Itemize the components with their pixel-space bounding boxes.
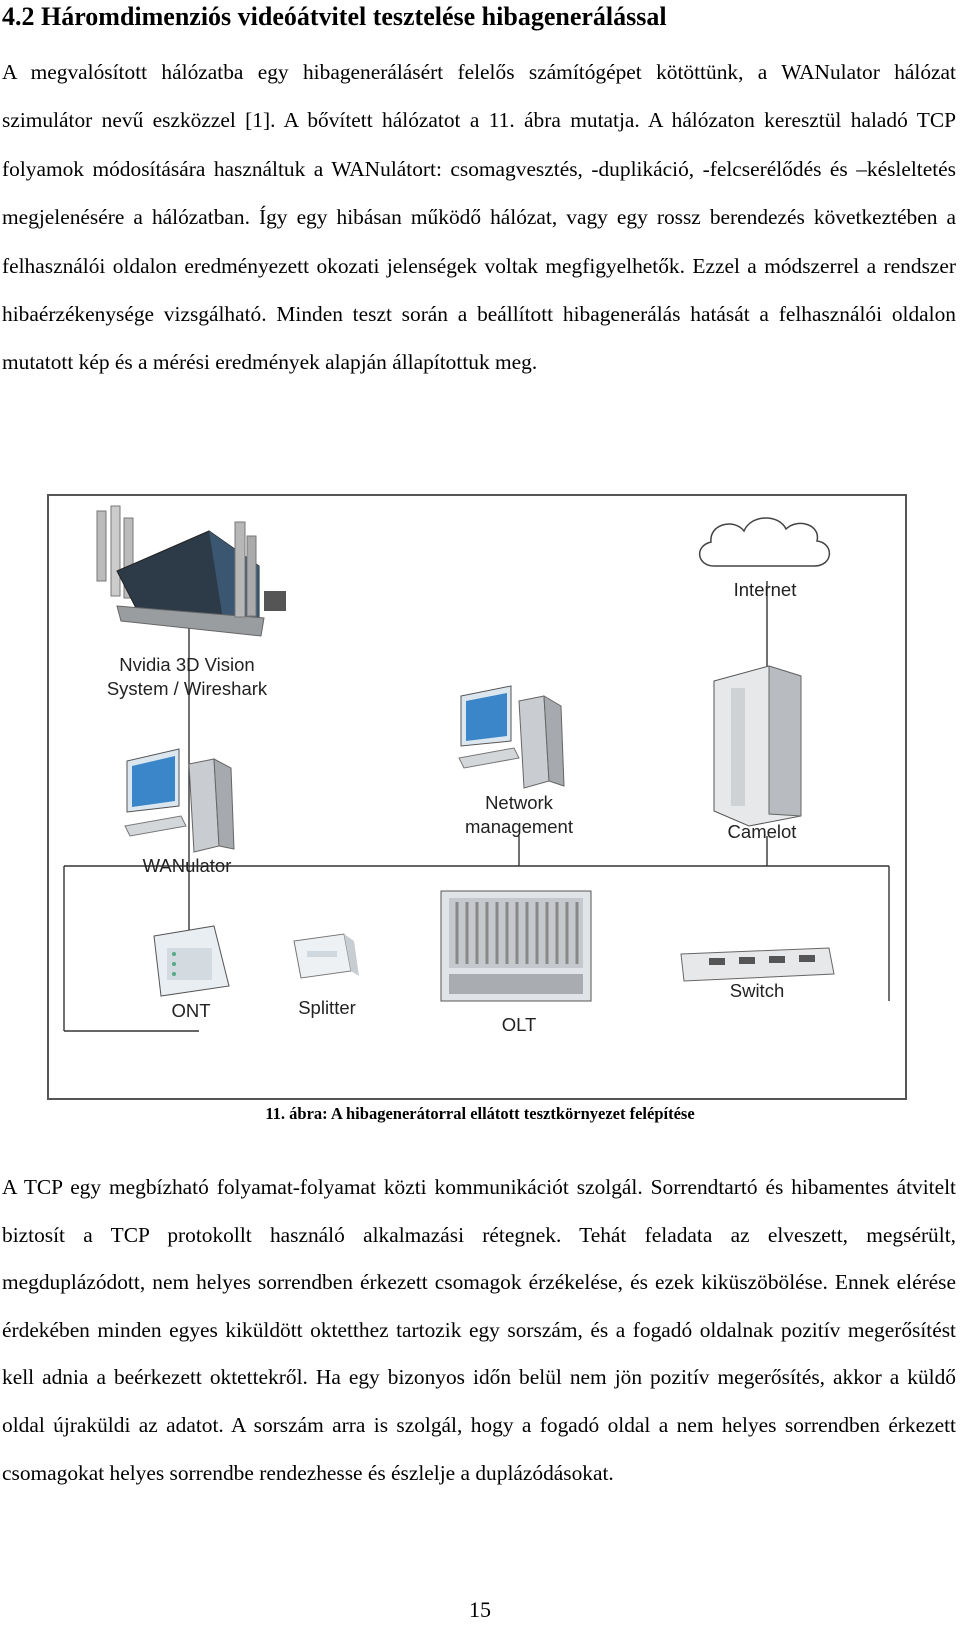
label-ont: ONT [171, 1000, 210, 1021]
label-nvidia-line1: Nvidia 3D Vision [119, 654, 254, 675]
label-camelot: Camelot [728, 821, 797, 842]
ont-device-icon [153, 925, 230, 997]
computer-workstation-icon [124, 748, 235, 853]
label-splitter: Splitter [298, 997, 356, 1018]
olt-chassis-icon [440, 890, 592, 1002]
cloud-icon [699, 517, 831, 567]
paragraph-tcp: A TCP egy megbízható folyamat-folyamat k… [2, 1175, 956, 1485]
network-diagram-figure: Nvidia 3D Vision System / Wireshark Inte… [47, 494, 907, 1100]
figure-caption: 11. ábra: A hibagenerátorral ellátott te… [265, 1104, 695, 1123]
computer-workstation-icon [458, 685, 565, 789]
page-number: 15 [469, 1597, 491, 1622]
label-switch: Switch [730, 980, 785, 1001]
section-heading: 4.2 Háromdimenziós videóátvitel tesztelé… [2, 2, 667, 31]
paragraph-intro: A megvalósított hálózatba egy hibagenerá… [2, 60, 956, 375]
label-internet: Internet [734, 579, 797, 600]
label-network-line2: management [465, 816, 573, 837]
splitter-device-icon [293, 933, 359, 979]
label-network-line1: Network [485, 792, 554, 813]
label-nvidia-line2: System / Wireshark [107, 678, 268, 699]
network-switch-icon [680, 947, 835, 982]
label-wanulator: WANulator [143, 855, 232, 876]
network-diagram: Nvidia 3D Vision System / Wireshark Inte… [63, 505, 890, 1035]
server-rack-icon [713, 665, 802, 827]
3d-vision-display-icon [96, 505, 286, 637]
label-olt: OLT [502, 1014, 537, 1035]
